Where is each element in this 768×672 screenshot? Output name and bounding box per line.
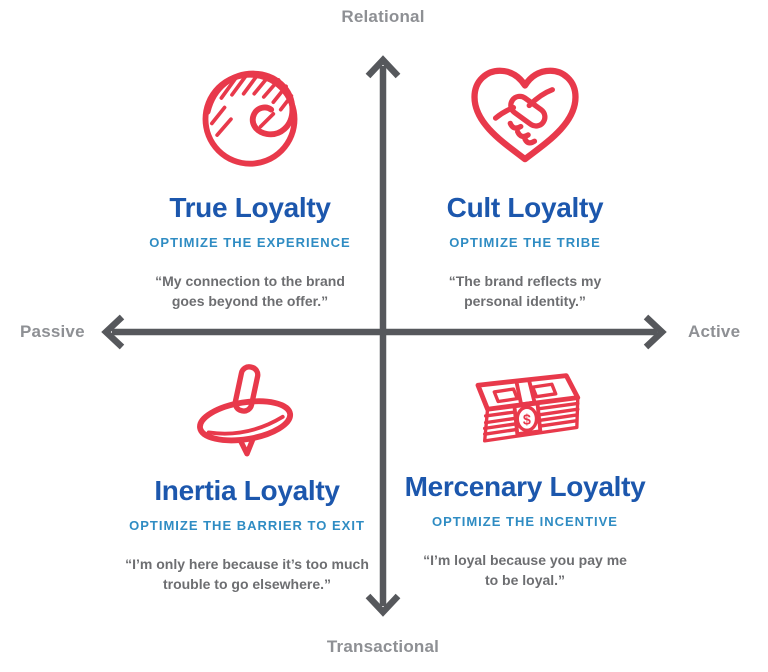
quadrant-quote: “I’m loyal because you pay me to be loya…: [423, 552, 627, 588]
quadrant-inertia-loyalty: Inertia Loyalty OPTIMIZE THE BARRIER TO …: [105, 362, 389, 594]
axis-label-passive: Passive: [20, 322, 85, 341]
quadrant-cult-loyalty: Cult Loyalty OPTIMIZE THE TRIBE “The bra…: [383, 60, 667, 311]
quadrant-quote: “I’m only here because it’s too much tro…: [125, 556, 369, 592]
quadrant-true-loyalty: True Loyalty OPTIMIZE THE EXPERIENCE “My…: [108, 60, 392, 311]
quadrant-title: Inertia Loyalty: [154, 475, 340, 506]
money-stack-icon: $: [460, 364, 590, 464]
axis-label-relational: Relational: [341, 7, 425, 26]
heart-handshake-icon: [464, 60, 586, 172]
axis-label-transactional: Transactional: [326, 637, 440, 656]
quadrant-subtitle: OPTIMIZE THE INCENTIVE: [432, 514, 618, 529]
quadrant-title: Mercenary Loyalty: [404, 471, 646, 502]
quadrant-quote: “The brand reflects my personal identity…: [448, 273, 602, 309]
quadrant-title: Cult Loyalty: [446, 192, 604, 223]
svg-text:$: $: [523, 413, 531, 429]
quadrant-subtitle: OPTIMIZE THE TRIBE: [449, 235, 601, 250]
quadrant-mercenary-loyalty: $ Mercenary Loyalty OPTIMIZE THE INCENTI…: [383, 364, 667, 590]
swirl-icon: [197, 60, 303, 172]
quadrant-quote: “My connection to the brand goes beyond …: [155, 273, 345, 309]
axis-label-active: Active: [688, 322, 741, 341]
quadrant-title: True Loyalty: [169, 192, 331, 223]
spinning-top-icon: [184, 362, 310, 468]
quadrant-subtitle: OPTIMIZE THE EXPERIENCE: [149, 235, 351, 250]
quadrant-subtitle: OPTIMIZE THE BARRIER TO EXIT: [129, 518, 365, 533]
